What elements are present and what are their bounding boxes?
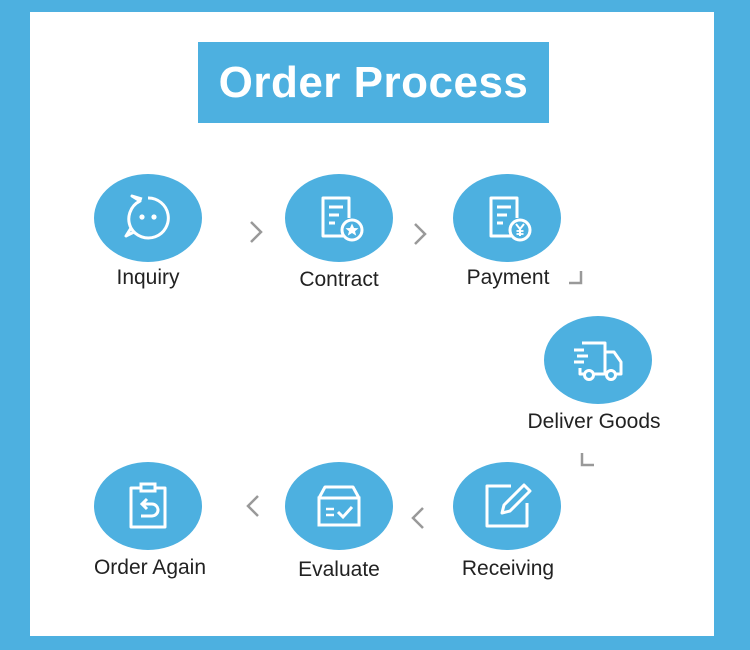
step-payment — [453, 174, 561, 262]
step-label-inquiry: Inquiry — [116, 266, 180, 289]
chevron-left-icon — [246, 495, 259, 517]
corner-arrow-icon — [580, 453, 594, 467]
box-check-icon — [317, 485, 361, 527]
chevron-right-icon — [250, 221, 263, 243]
step-contract — [285, 174, 393, 262]
step-label-payment: Payment — [466, 266, 550, 289]
corner-arrow-icon — [569, 271, 583, 285]
step-evaluate — [285, 462, 393, 550]
edit-pencil-icon — [485, 483, 532, 528]
step-order-again — [94, 462, 202, 550]
clipboard-return-icon — [129, 482, 167, 529]
step-label-deliver-goods: Deliver Goods — [527, 410, 661, 433]
page-title: Order Process — [218, 57, 529, 107]
step-label-contract: Contract — [299, 268, 379, 291]
chat-bubble-icon — [124, 194, 170, 240]
payment-yen-icon — [489, 196, 532, 242]
title-banner: Order Process — [198, 42, 549, 123]
delivery-truck-icon — [574, 341, 623, 381]
step-label-receiving: Receiving — [461, 557, 555, 580]
step-deliver-goods — [544, 316, 652, 404]
step-label-evaluate: Evaluate — [298, 558, 380, 581]
step-label-order-again: Order Again — [93, 556, 207, 579]
contract-document-icon — [321, 196, 364, 242]
chevron-right-icon — [414, 223, 427, 245]
step-inquiry — [94, 174, 202, 262]
chevron-left-icon — [411, 507, 424, 529]
step-receiving — [453, 462, 561, 550]
